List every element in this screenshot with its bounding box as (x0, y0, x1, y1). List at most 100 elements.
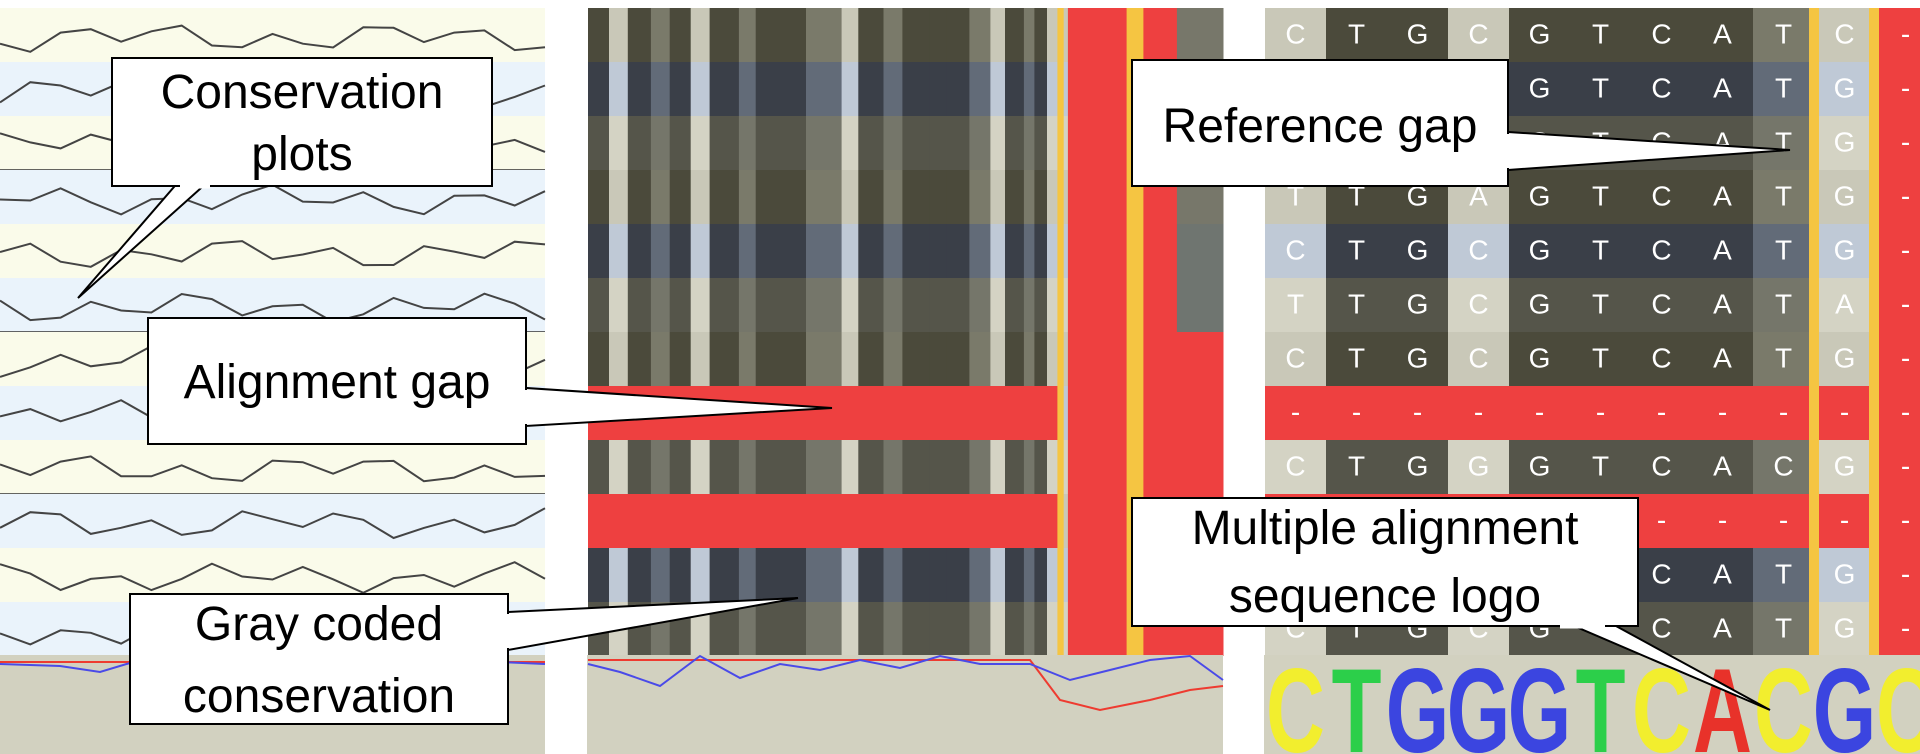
sequence-cell (1875, 602, 1920, 656)
sequence-cell (1448, 386, 1510, 440)
gray-cell (650, 170, 671, 224)
sequence-cell (1570, 440, 1632, 494)
gray-cell (650, 440, 671, 494)
gray-cell (883, 440, 903, 494)
base-letter: - (1413, 397, 1422, 428)
gray-cell (946, 62, 970, 116)
sequence-cell (1753, 8, 1815, 62)
gray-cell (1067, 170, 1128, 224)
gray-cell (1063, 548, 1069, 602)
gray-cell (1063, 224, 1069, 278)
gray-cell (650, 332, 671, 386)
base-letter: - (1840, 505, 1849, 536)
gray-cell (858, 494, 884, 548)
gray-cell (1034, 602, 1048, 656)
gray-cell (1126, 440, 1144, 494)
gray-cell (1047, 548, 1058, 602)
gray-cell (841, 494, 859, 548)
sequence-cell (1570, 278, 1632, 332)
gray-cell (588, 62, 610, 116)
gray-cell (806, 62, 843, 116)
base-letter: T (1592, 235, 1609, 266)
base-letter: C (1651, 289, 1671, 320)
base-letter: - (1535, 397, 1544, 428)
gray-cell (929, 602, 947, 656)
gray-cell (1176, 332, 1224, 386)
gray-cell (738, 332, 757, 386)
gray-cell (1067, 62, 1128, 116)
gray-cell (669, 8, 692, 62)
sequence-cell (1692, 494, 1754, 548)
gray-cell (609, 332, 629, 386)
gray-cell (588, 8, 610, 62)
gray-cell (1063, 8, 1069, 62)
gray-cell (1176, 440, 1224, 494)
logo-letter: C (1754, 643, 1813, 754)
gray-cell (929, 278, 947, 332)
gray-cell (841, 62, 859, 116)
gray-cell (785, 386, 807, 440)
gray-cell (990, 548, 1006, 602)
gray-cell (690, 494, 711, 548)
base-letter: A (1713, 559, 1732, 590)
base-letter: T (1775, 613, 1792, 644)
gray-cell (1057, 170, 1065, 224)
logo-letter: G (1508, 643, 1571, 754)
sequence-cell (1814, 332, 1876, 386)
sequence-cell (1509, 8, 1571, 62)
gray-cell (609, 116, 629, 170)
base-letter: A (1713, 451, 1732, 482)
sequence-cell (1570, 332, 1632, 386)
gray-cell (1067, 278, 1128, 332)
base-letter: A (1713, 289, 1732, 320)
gray-cell (946, 278, 970, 332)
gray-cell (738, 8, 757, 62)
gray-cell (902, 8, 931, 62)
gray-cell (1047, 62, 1058, 116)
base-letter: T (1592, 19, 1609, 50)
sequence-cell (1753, 224, 1815, 278)
logo-letter: C (1876, 643, 1920, 754)
gray-cell (755, 8, 786, 62)
callout-sequence-logo: Multiple alignment sequence logo (1131, 497, 1771, 711)
sequence-cell (1509, 386, 1571, 440)
gray-cell (690, 224, 711, 278)
gray-cell (841, 170, 859, 224)
gray-cell (969, 278, 991, 332)
base-letter: T (1775, 19, 1792, 50)
gray-cell (902, 224, 931, 278)
base-letter: T (1592, 451, 1609, 482)
base-letter: G (1529, 181, 1551, 212)
sequence-cell (1875, 548, 1920, 602)
gray-cell (1067, 548, 1128, 602)
gray-cell (990, 332, 1006, 386)
base-letter: G (1407, 451, 1429, 482)
gray-cell (902, 62, 931, 116)
gray-cell (669, 224, 692, 278)
gray-cell (1047, 278, 1058, 332)
gray-cell (1063, 170, 1069, 224)
gray-cell (841, 224, 859, 278)
gray-cell (755, 278, 786, 332)
sequence-cell (1326, 8, 1388, 62)
gray-cell (650, 8, 671, 62)
sequence-cell (1814, 116, 1876, 170)
gray-cell (902, 494, 931, 548)
gray-cell (1126, 278, 1144, 332)
sequence-cell (1448, 278, 1510, 332)
base-letter: - (1901, 451, 1910, 482)
sequence-cell (1753, 332, 1815, 386)
gray-cell (1023, 440, 1035, 494)
gray-cell (858, 548, 884, 602)
gray-cell (738, 170, 757, 224)
sequence-cell (1692, 548, 1754, 602)
logo-band (1264, 655, 1920, 754)
sequence-cell (1875, 332, 1920, 386)
gray-cell (806, 332, 843, 386)
sequence-cell (1814, 278, 1876, 332)
gray-cell (650, 278, 671, 332)
base-letter: C (1285, 235, 1305, 266)
gray-cell (946, 170, 970, 224)
gray-cell (929, 332, 947, 386)
callout-text: conservation (183, 670, 455, 723)
